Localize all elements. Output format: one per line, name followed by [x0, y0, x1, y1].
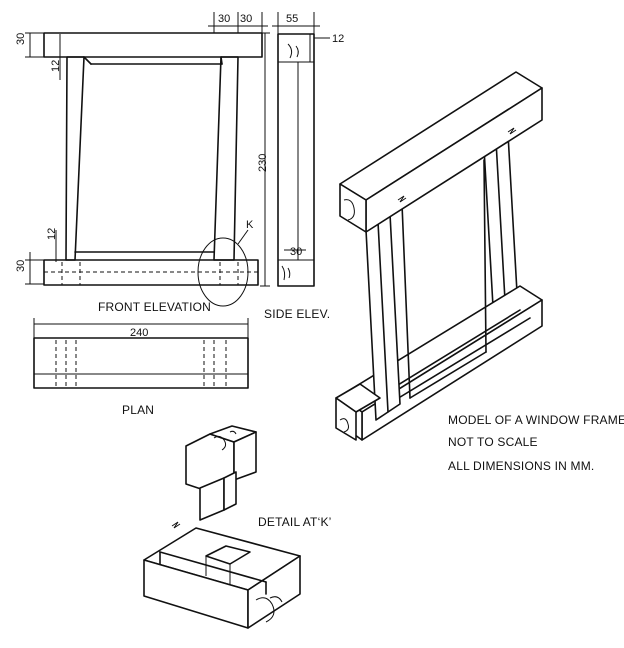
- detail-k-circle: [197, 237, 249, 307]
- label-front-elevation: FRONT ELEVATION: [98, 300, 211, 314]
- front-left-post: [65, 56, 85, 261]
- detail-mortise-hole: [205, 545, 251, 565]
- detail-post-grain: [213, 430, 237, 451]
- detail-sill-end: [247, 555, 301, 629]
- side-grain-bottom: [281, 265, 291, 281]
- side-elevation-outline: [277, 33, 315, 287]
- detail-k-tenon: [185, 425, 257, 521]
- side-grain-top: [287, 43, 299, 59]
- note-title: MODEL OF A WINDOW FRAME: [448, 413, 624, 427]
- dim-240: 240: [130, 327, 148, 339]
- dim-30-left-bottom: 30: [15, 260, 27, 272]
- dim-12-left-top: 12: [50, 60, 62, 72]
- iso-break-mark-b: [507, 127, 517, 135]
- label-detail-k: DETAIL AT‘K’: [258, 515, 332, 529]
- front-right-post: [213, 56, 239, 261]
- dim-230: 230: [257, 154, 269, 172]
- dim-30-top-b: 30: [240, 13, 252, 25]
- isometric-window-frame: [335, 71, 543, 441]
- iso-break-mark-a: [397, 195, 407, 203]
- dim-30-left-top: 30: [15, 33, 27, 45]
- iso-head-grain: [343, 199, 355, 221]
- label-side-elevation: SIDE ELEV.: [264, 307, 330, 321]
- dim-12-side: 12: [332, 33, 344, 45]
- label-plan: PLAN: [122, 403, 154, 417]
- note-units: ALL DIMENSIONS IN MM.: [448, 459, 594, 473]
- iso-block-end: [335, 397, 357, 441]
- dim-30-side: 30: [290, 246, 302, 258]
- detail-sill-grain: [255, 596, 283, 623]
- callout-k: K: [246, 219, 254, 231]
- plan-outline: [33, 337, 249, 389]
- dim-12-left-bottom: 12: [46, 228, 58, 240]
- dim-55: 55: [286, 13, 298, 25]
- front-dimensions: [25, 12, 270, 287]
- detail-break-mark: [171, 521, 181, 529]
- front-elevation: [43, 32, 263, 307]
- note-scale: NOT TO SCALE: [448, 435, 538, 449]
- detail-tenon-side: [223, 471, 237, 511]
- detail-k-mortise: [143, 521, 301, 629]
- plan-view: [33, 318, 249, 389]
- side-elevation: [272, 12, 330, 287]
- detail-post-side: [233, 431, 257, 481]
- front-head-bar: [43, 32, 263, 58]
- iso-block-grain: [339, 418, 349, 433]
- iso-head-end: [339, 183, 367, 233]
- dim-30-top-a: 30: [218, 13, 230, 25]
